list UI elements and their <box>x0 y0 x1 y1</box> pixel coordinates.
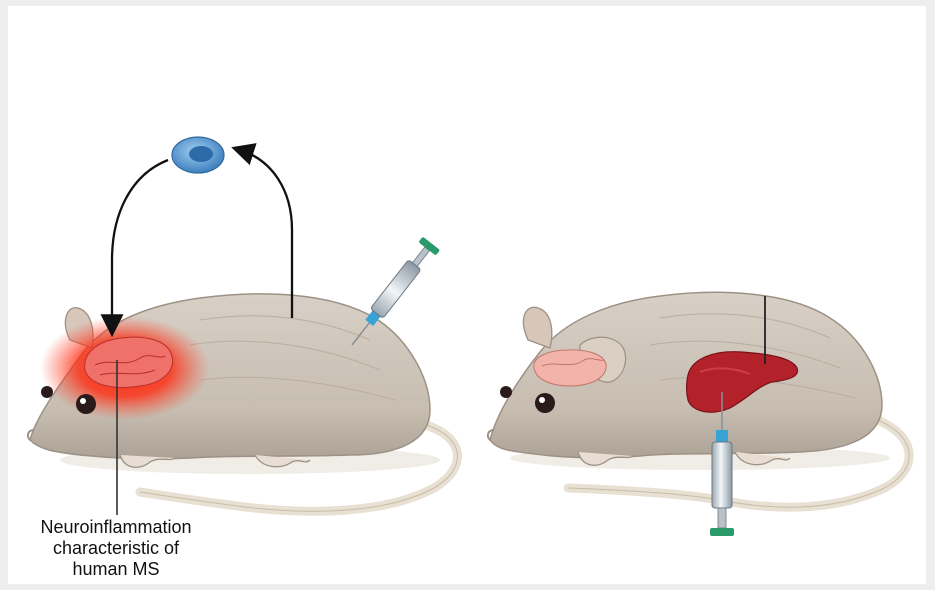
right-mouse-eye <box>535 393 555 413</box>
caption-line-1: Neuroinflammation <box>2 517 230 538</box>
cell-icon <box>172 137 224 173</box>
arrow-body-to-cell <box>240 150 292 318</box>
right-mouse-brain <box>534 350 606 386</box>
neuroinflammation-caption: Neuroinflammation characteristic of huma… <box>2 517 230 580</box>
right-mouse-ear <box>523 307 551 348</box>
left-mouse <box>28 294 458 511</box>
left-mouse-eye <box>76 394 96 414</box>
caption-line-3: human MS <box>2 559 230 580</box>
arrow-cell-to-brain <box>112 160 168 328</box>
caption-line-2: characteristic of <box>2 538 230 559</box>
right-mouse <box>488 292 909 507</box>
